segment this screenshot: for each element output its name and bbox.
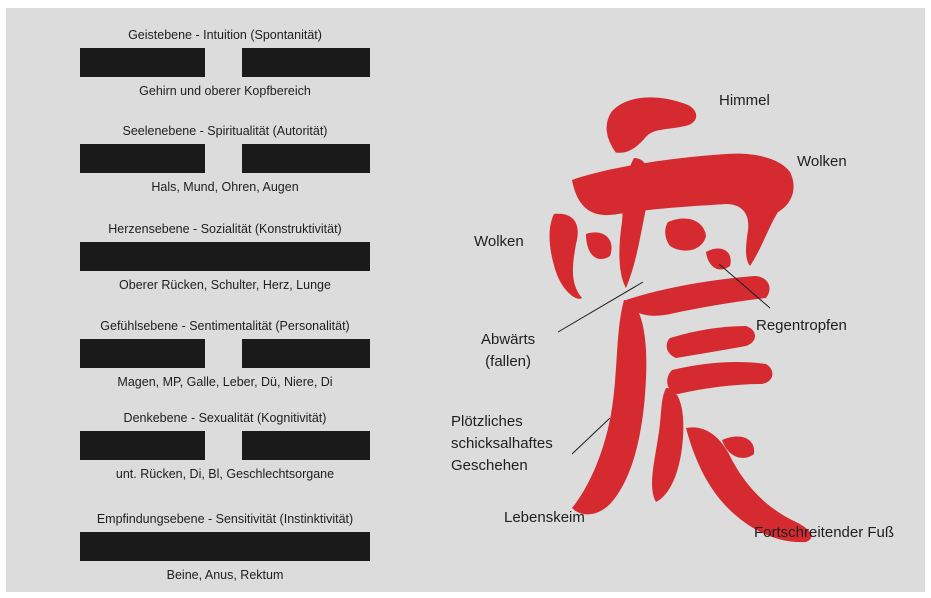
chen-left-sweep	[572, 300, 647, 515]
chen-inner-hook	[652, 388, 684, 502]
yin-segment-right	[242, 144, 370, 173]
label-ploetzlich-line2: schicksalhaftes	[451, 434, 553, 452]
label-ploetzlich-line3: Geschehen	[451, 456, 528, 474]
leader-ploetzlich	[571, 417, 611, 455]
label-ploetzlich-line1: Plötzliches	[451, 413, 523, 430]
label-himmel: Himmel	[719, 92, 770, 109]
level-body-parts: Beine, Anus, Rektum	[166, 568, 284, 582]
level-body-parts: unt. Rücken, Di, Bl, Geschlechtsorgane	[115, 467, 335, 481]
label-regentropfen: Regentropfen	[756, 317, 847, 334]
diagram-panel: Geistebene - Intuition (Spontanität) Geh…	[6, 8, 925, 592]
level-empfindungsebene: Empfindungsebene - Sensitivität (Instink…	[80, 512, 370, 582]
rain-left-drop	[586, 232, 612, 260]
yang-line	[80, 242, 370, 271]
yin-line	[80, 431, 370, 460]
level-body-parts: Gehirn und oberer Kopfbereich	[139, 84, 311, 98]
yang-line	[80, 532, 370, 561]
yin-segment-right	[242, 48, 370, 77]
leader-abwaerts	[557, 281, 644, 333]
level-gefuehlsebene: Gefühlsebene - Sentimentalität (Personal…	[80, 319, 370, 389]
yin-line	[80, 48, 370, 77]
rain-center-stroke	[619, 158, 650, 288]
yin-segment-left	[80, 431, 205, 460]
leader-lines	[557, 263, 771, 455]
label-abwaerts-line1: Abwärts	[481, 331, 536, 348]
chen-middle-bar	[666, 326, 755, 358]
yin-segment-left	[80, 339, 205, 368]
chen-low-bar	[667, 362, 773, 394]
level-title: Gefühlsebene - Sentimentalität (Personal…	[100, 319, 350, 333]
yin-segment-right	[242, 431, 370, 460]
yin-segment-left	[80, 48, 205, 77]
rain-left-stroke	[549, 213, 582, 299]
yang-segment	[80, 242, 370, 271]
level-title: Geistebene - Intuition (Spontanität)	[128, 28, 322, 42]
label-fortschreitender-fuss: Fortschreitender Fuß	[754, 524, 895, 541]
rain-right-drop	[665, 218, 706, 251]
label-ploetzliches-geschehen: Plötzliches schicksalhaftes Geschehen	[451, 411, 553, 476]
level-geistebene: Geistebene - Intuition (Spontanität) Geh…	[80, 28, 370, 98]
brush-strokes	[549, 97, 812, 543]
yin-line	[80, 144, 370, 173]
level-title: Seelenebene - Spiritualität (Autorität)	[122, 124, 328, 138]
level-body-parts: Hals, Mund, Ohren, Augen	[151, 180, 299, 194]
level-herzensebene: Herzensebene - Sozialität (Konstruktivit…	[80, 222, 370, 292]
label-lebenskeim: Lebenskeim	[504, 509, 585, 526]
chen-top-bar	[626, 276, 770, 316]
label-wolken-left: Wolken	[474, 233, 524, 250]
level-title: Herzensebene - Sozialität (Konstruktivit…	[108, 222, 342, 236]
label-wolken-right: Wolken	[797, 153, 847, 170]
level-body-parts: Oberer Rücken, Schulter, Herz, Lunge	[119, 278, 331, 292]
label-abwaerts-line2: (fallen)	[485, 352, 532, 370]
chen-foot-sweep	[686, 427, 812, 543]
yang-segment	[80, 532, 370, 561]
label-abwaerts: Abwärts (fallen)	[481, 329, 535, 373]
zhen-character-glyph	[549, 97, 812, 543]
yin-line	[80, 339, 370, 368]
rain-far-right-drop	[706, 248, 731, 270]
chen-foot-tick	[722, 436, 755, 458]
yin-segment-right	[242, 339, 370, 368]
level-title: Denkebene - Sexualität (Kognitivität)	[123, 411, 327, 425]
level-title: Empfindungsebene - Sensitivität (Instink…	[96, 512, 354, 526]
yin-segment-left	[80, 144, 205, 173]
level-body-parts: Magen, MP, Galle, Leber, Dü, Niere, Di	[117, 375, 333, 389]
level-denkebene: Denkebene - Sexualität (Kognitivität) un…	[80, 411, 370, 481]
top-stroke	[606, 97, 697, 153]
leader-regentropfen	[718, 263, 771, 309]
level-seelenebene: Seelenebene - Spiritualität (Autorität) …	[80, 124, 370, 194]
